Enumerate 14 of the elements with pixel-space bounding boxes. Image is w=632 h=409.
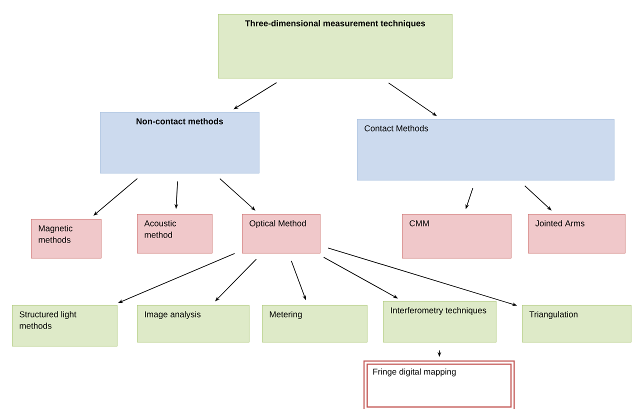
- method-box: Jointed Arms: [528, 214, 626, 254]
- method-box: Magnetic methods: [31, 219, 102, 258]
- technique-box: Triangulation: [522, 305, 632, 342]
- category-box: Non-contact methods: [100, 112, 260, 174]
- technique-box: Interferometry techniques: [383, 301, 496, 342]
- technique-box: Metering: [262, 305, 368, 342]
- method-box: Acoustic method: [137, 214, 212, 254]
- heading-box: Three-dimensional measurement techniques: [218, 14, 452, 78]
- category-box: Contact Methods: [357, 119, 614, 180]
- result-box: Fringe digital mapping: [363, 360, 515, 409]
- technique-box: Image analysis: [137, 305, 250, 342]
- method-box: Optical Method: [242, 214, 320, 254]
- method-box: CMM: [402, 214, 512, 258]
- technique-box: Structured light methods: [12, 305, 118, 346]
